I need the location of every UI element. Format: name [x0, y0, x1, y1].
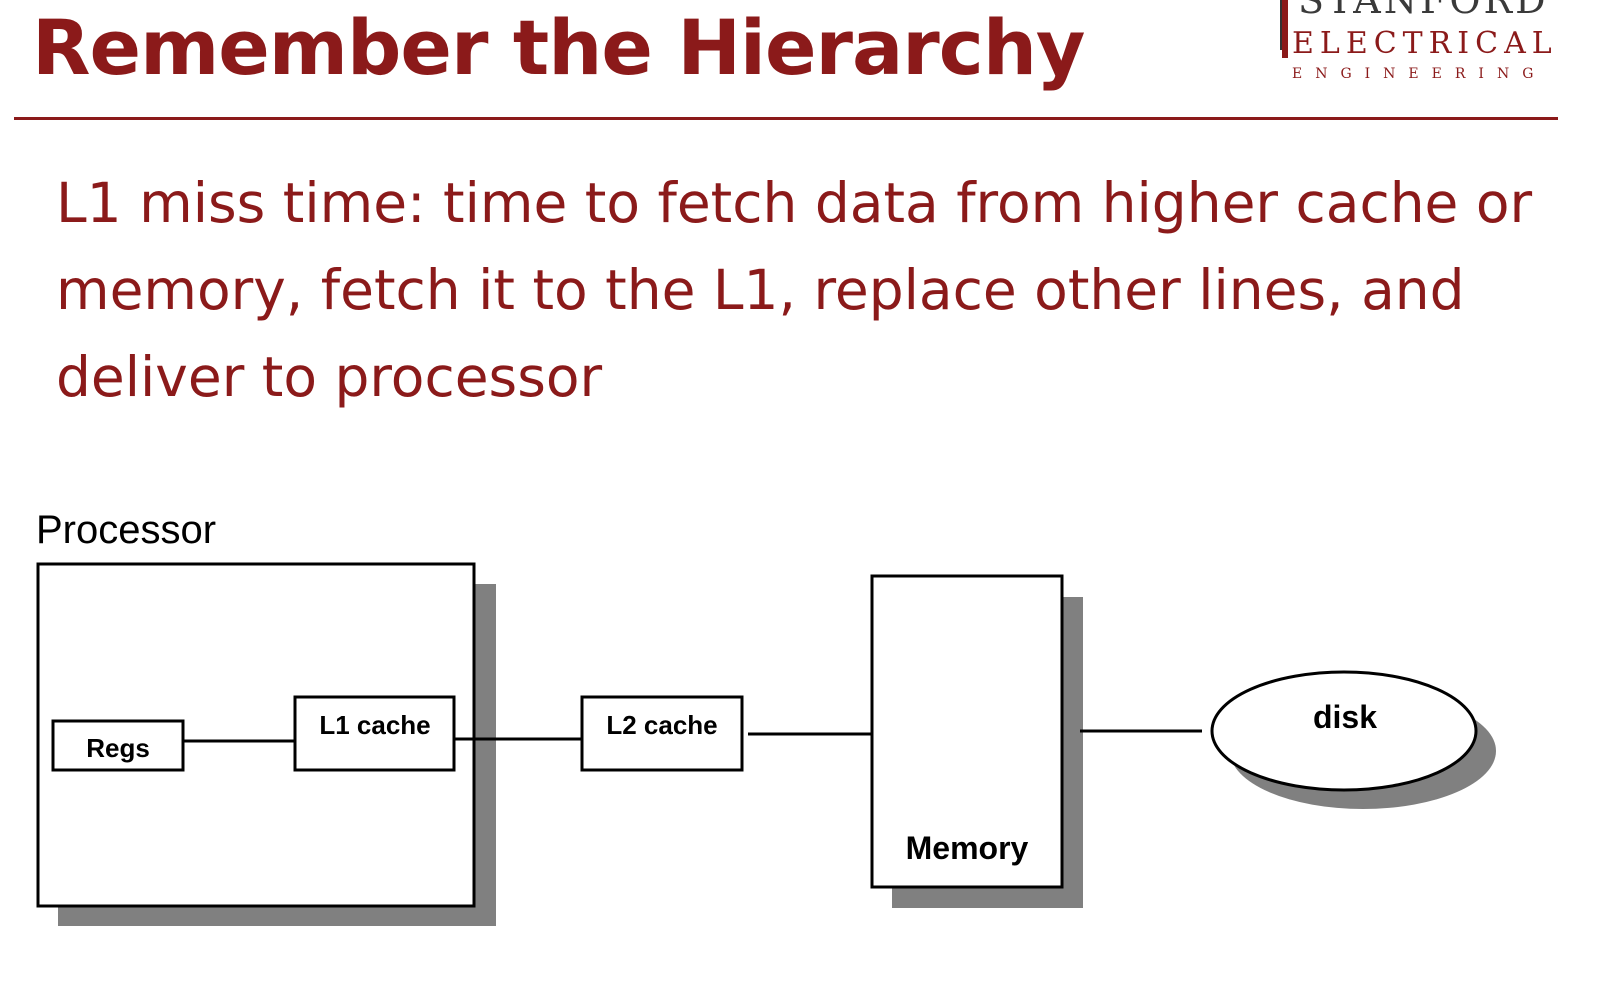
- logo-bar-dark: [1280, 0, 1282, 50]
- l1-cache-box: [293, 695, 456, 772]
- logo-bar-red: [1282, 0, 1288, 58]
- processor-label: Processor: [36, 508, 216, 552]
- title-divider: [14, 117, 1558, 120]
- body-text: L1 miss time: time to fetch data from hi…: [56, 171, 1533, 409]
- logo-line-engineering: ENGINEERING: [1292, 66, 1547, 82]
- memory-hierarchy-diagram: Processor Regs L1 cache L2 cache Memory …: [36, 508, 1496, 926]
- memory-label: Memory: [906, 830, 1029, 866]
- disk-label: disk: [1313, 699, 1377, 735]
- regs-label: Regs: [86, 733, 150, 763]
- slide-title: Remember the Hierarchy: [32, 3, 1085, 92]
- logo-line-electrical: ELECTRICAL: [1292, 26, 1558, 61]
- l2-cache-box: [580, 695, 744, 772]
- logo-line-stanford: STANFORD: [1298, 0, 1549, 22]
- stanford-ee-logo: STANFORD ELECTRICAL ENGINEERING: [1280, 0, 1600, 110]
- regs-box: [51, 719, 185, 772]
- l2-cache-label: L2 cache: [606, 710, 717, 740]
- memory-box: [870, 574, 1064, 889]
- disk-ellipse: [1210, 670, 1478, 792]
- l1-cache-label: L1 cache: [319, 710, 430, 740]
